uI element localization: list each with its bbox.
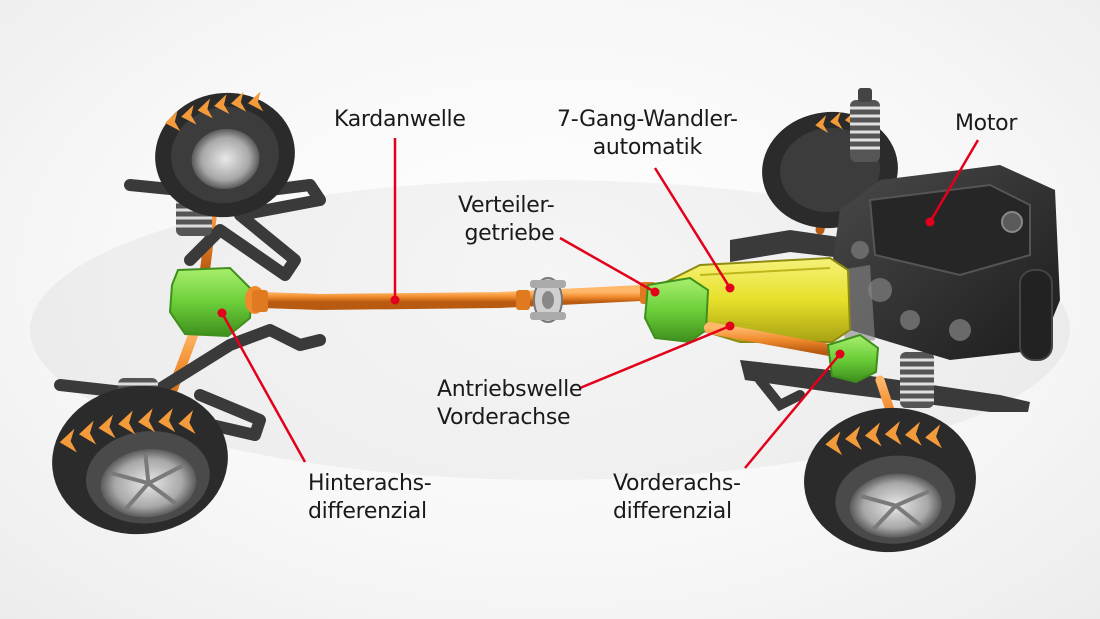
front-strut-bottom [900, 352, 934, 408]
front-differential [826, 333, 880, 384]
front-drive-shaft [704, 322, 846, 358]
leader-wandler [653, 167, 732, 289]
rear-right-wheel [52, 385, 228, 535]
leader-motor [928, 139, 980, 223]
center-bearing [530, 277, 566, 323]
label-antriebswelle-vorderachse: Antriebswelle Vorderachse [437, 377, 583, 430]
label-verteilergetriebe: Verteiler- getriebe [458, 193, 555, 246]
leader-antriebswelle [579, 324, 731, 390]
label-hinterachsdifferenzial: Hinterachs- differenzial [308, 471, 432, 524]
chevron-icon [825, 421, 942, 456]
label-kardanwelle: Kardanwelle [334, 107, 466, 132]
engine [830, 165, 1060, 361]
label-vorderachsdifferenzial: Vorderachs- differenzial [613, 471, 741, 524]
chevron-icon [164, 91, 264, 131]
leader-hinterachs [220, 312, 307, 463]
leader-lines [217, 138, 980, 469]
leader-vorderachs [744, 353, 841, 469]
label-wandlerautomatik: 7-Gang-Wandler- automatik [557, 107, 738, 160]
transfer-case [643, 276, 710, 344]
leader-verteiler [559, 236, 656, 294]
chevron-icon [59, 408, 196, 453]
label-motor: Motor [955, 111, 1018, 136]
rear-left-wheel [155, 91, 295, 218]
front-strut-top [850, 88, 880, 162]
front-right-wheel [804, 407, 976, 553]
